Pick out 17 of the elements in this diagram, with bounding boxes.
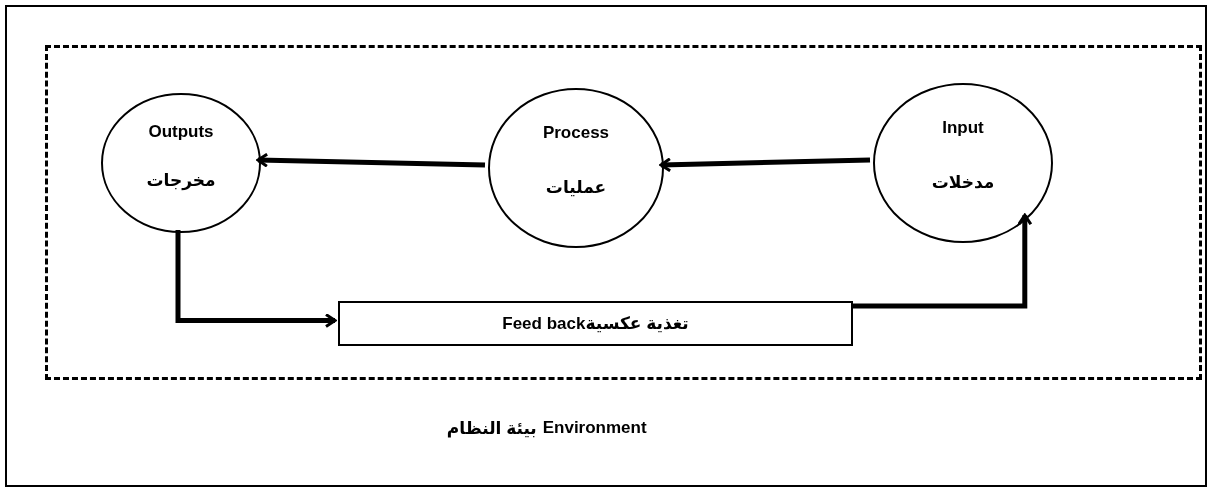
process-ellipse <box>101 93 261 233</box>
node-label: عمليات <box>544 177 608 199</box>
node-label: Process <box>541 122 611 143</box>
process-ellipse <box>873 83 1053 243</box>
node-label: مدخلات <box>930 172 996 194</box>
arrow <box>659 157 871 173</box>
node-label: Input <box>941 117 985 138</box>
node-label: Feed backتغذية عكسية <box>502 313 689 334</box>
boundary-box <box>45 45 1202 380</box>
environment-label: بيئة النظام <box>446 418 537 439</box>
arrow <box>256 152 486 168</box>
environment-label: Environment <box>542 418 647 439</box>
feedback-box <box>338 301 853 346</box>
arrow <box>175 230 337 328</box>
node-label: مخرجات <box>145 169 217 191</box>
process-ellipse <box>488 88 664 248</box>
node-label: Outputs <box>147 122 215 143</box>
